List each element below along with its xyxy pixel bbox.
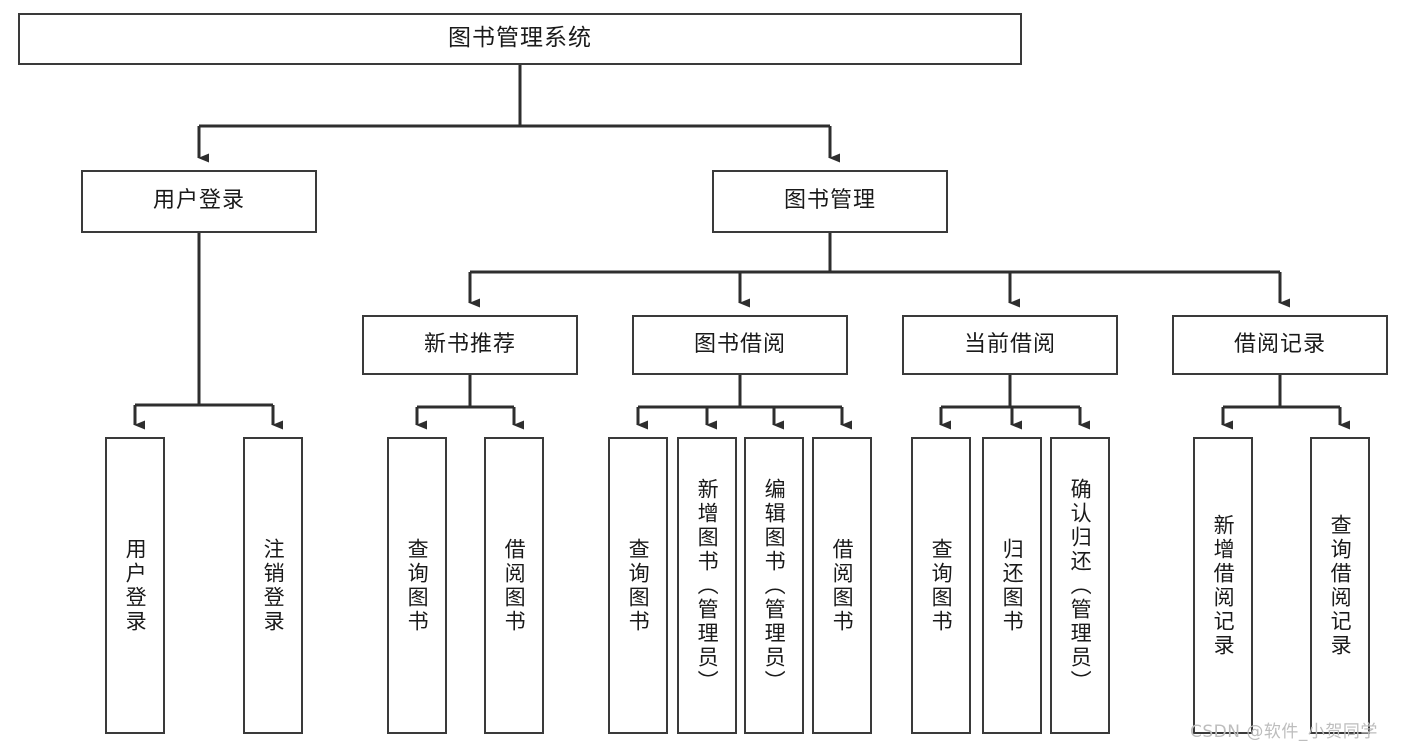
node-leaf-add-record-label: 新增借阅记录 (1211, 513, 1236, 658)
node-leaf-borrow-book-1-label: 借阅图书 (502, 537, 527, 634)
node-leaf-query-record-label: 查询借阅记录 (1328, 513, 1353, 658)
node-book-borrow-label: 图书借阅 (693, 331, 786, 357)
node-leaf-user-login-label: 用户登录 (123, 537, 148, 634)
node-leaf-query-book-1-label: 查询图书 (405, 537, 430, 634)
node-leaf-query-record[interactable]: 查询借阅记录 (1310, 437, 1370, 734)
node-leaf-return-book-label: 归还图书 (1000, 537, 1025, 634)
node-leaf-confirm-return-label: 确认归还（管理员） (1068, 477, 1093, 694)
watermark-csdn: CSDN @软件_小贺同学 (1190, 722, 1378, 742)
node-leaf-query-book-2-label: 查询图书 (626, 537, 651, 634)
node-borrow-record[interactable]: 借阅记录 (1172, 315, 1388, 375)
node-borrow-record-label: 借阅记录 (1233, 331, 1326, 357)
node-leaf-user-logout-label: 注销登录 (261, 537, 286, 634)
node-book-borrow[interactable]: 图书借阅 (632, 315, 848, 375)
node-leaf-query-book-2[interactable]: 查询图书 (608, 437, 668, 734)
node-leaf-query-book-3-label: 查询图书 (929, 537, 954, 634)
node-user-login[interactable]: 用户登录 (81, 170, 317, 233)
node-root[interactable]: 图书管理系统 (18, 13, 1022, 65)
node-leaf-borrow-book-2-label: 借阅图书 (830, 537, 855, 634)
node-leaf-add-record[interactable]: 新增借阅记录 (1193, 437, 1253, 734)
node-user-login-label: 用户登录 (152, 188, 245, 214)
node-leaf-borrow-book-1[interactable]: 借阅图书 (484, 437, 544, 734)
node-book-manage[interactable]: 图书管理 (712, 170, 948, 233)
node-leaf-borrow-book-2[interactable]: 借阅图书 (812, 437, 872, 734)
node-leaf-edit-book[interactable]: 编辑图书（管理员） (744, 437, 804, 734)
node-leaf-user-logout[interactable]: 注销登录 (243, 437, 303, 734)
node-leaf-query-book-3[interactable]: 查询图书 (911, 437, 971, 734)
node-leaf-query-book-1[interactable]: 查询图书 (387, 437, 447, 734)
node-new-book-recommend[interactable]: 新书推荐 (362, 315, 578, 375)
node-current-borrow-label: 当前借阅 (963, 331, 1056, 357)
node-leaf-user-login[interactable]: 用户登录 (105, 437, 165, 734)
node-leaf-confirm-return[interactable]: 确认归还（管理员） (1050, 437, 1110, 734)
node-leaf-edit-book-label: 编辑图书（管理员） (762, 477, 787, 694)
node-new-book-recommend-label: 新书推荐 (423, 331, 516, 357)
node-leaf-add-book[interactable]: 新增图书（管理员） (677, 437, 737, 734)
node-root-label: 图书管理系统 (448, 25, 592, 52)
node-leaf-return-book[interactable]: 归还图书 (982, 437, 1042, 734)
node-leaf-add-book-label: 新增图书（管理员） (695, 477, 720, 694)
node-current-borrow[interactable]: 当前借阅 (902, 315, 1118, 375)
node-book-manage-label: 图书管理 (783, 188, 876, 214)
